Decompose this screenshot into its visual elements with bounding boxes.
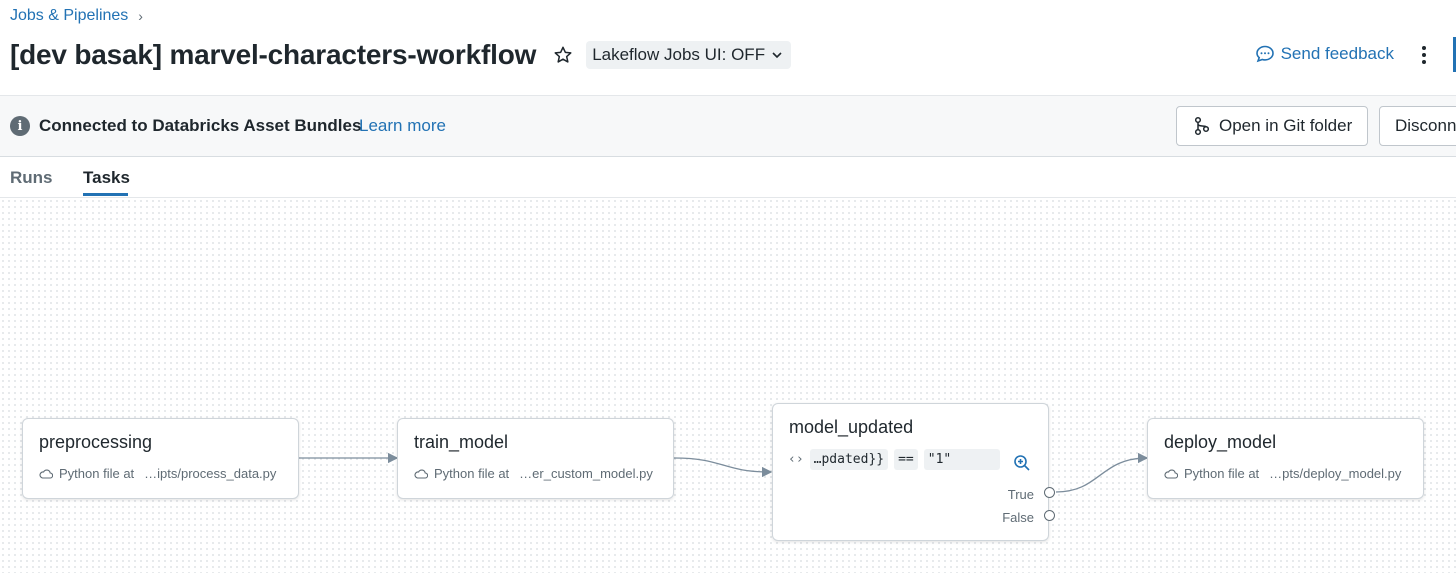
task-source: Python file at …pts/deploy_model.py bbox=[1164, 466, 1401, 481]
task-source-path: …pts/deploy_model.py bbox=[1269, 466, 1402, 481]
output-label-true: True bbox=[1007, 487, 1034, 502]
task-node-train-model[interactable]: train_model Python file at …er_custom_mo… bbox=[397, 418, 674, 499]
cloud-icon bbox=[414, 469, 428, 479]
task-source-path: …ipts/process_data.py bbox=[144, 466, 277, 481]
task-source-path: …er_custom_model.py bbox=[519, 466, 653, 481]
tabs-divider bbox=[0, 197, 1456, 198]
kebab-menu-icon[interactable] bbox=[1416, 42, 1432, 68]
task-name: model_updated bbox=[789, 417, 914, 437]
output-port-true[interactable] bbox=[1044, 487, 1055, 498]
task-node-preprocessing[interactable]: preprocessing Python file at …ipts/proce… bbox=[22, 418, 299, 499]
chevron-down-icon bbox=[772, 52, 782, 59]
task-name: preprocessing bbox=[39, 432, 153, 452]
breadcrumb: Jobs & Pipelines › bbox=[10, 7, 143, 25]
send-feedback-button[interactable]: Send feedback bbox=[1255, 44, 1394, 64]
task-source-type: Python file at bbox=[1184, 466, 1260, 481]
edge-train-condition bbox=[673, 457, 773, 478]
open-in-git-folder-button[interactable]: Open in Git folder bbox=[1176, 106, 1368, 146]
disconnect-label: Disconn bbox=[1395, 116, 1456, 135]
task-node-model-updated[interactable]: model_updated ‹› …pdated}} == "1" True F… bbox=[772, 403, 1055, 541]
lakeflow-ui-toggle-label: Lakeflow Jobs UI: OFF bbox=[592, 45, 766, 64]
output-label-false: False bbox=[1002, 510, 1034, 525]
cloud-icon bbox=[1164, 469, 1178, 479]
primary-action-edge[interactable] bbox=[1453, 37, 1456, 72]
task-source: Python file at …er_custom_model.py bbox=[414, 466, 653, 481]
task-source-type: Python file at bbox=[434, 466, 510, 481]
active-tab-indicator bbox=[83, 193, 128, 196]
condition-left: …pdated}} bbox=[809, 449, 889, 470]
edge-true-deploy bbox=[1055, 452, 1149, 493]
disconnect-button[interactable]: Disconn bbox=[1379, 106, 1456, 146]
info-icon: i bbox=[10, 116, 30, 136]
task-graph-canvas[interactable] bbox=[0, 198, 1456, 573]
task-source: Python file at …ipts/process_data.py bbox=[39, 466, 276, 481]
code-brackets-icon: ‹› bbox=[788, 452, 804, 467]
page-title: [dev basak] marvel-characters-workflow bbox=[10, 39, 537, 70]
chevron-right-icon: › bbox=[138, 8, 143, 24]
star-icon[interactable] bbox=[552, 44, 574, 66]
send-feedback-label: Send feedback bbox=[1280, 44, 1394, 63]
task-node-deploy-model[interactable]: deploy_model Python file at …pts/deploy_… bbox=[1147, 418, 1424, 499]
learn-more-link[interactable]: Learn more bbox=[359, 116, 446, 135]
condition-expression: ‹› …pdated}} == "1" bbox=[788, 449, 1000, 470]
condition-operator: == bbox=[894, 449, 918, 470]
title-row: [dev basak] marvel-characters-workflow L… bbox=[10, 38, 792, 72]
banner-text: Connected to Databricks Asset Bundles bbox=[39, 116, 362, 135]
output-port-false[interactable] bbox=[1044, 510, 1055, 521]
open-in-git-folder-label: Open in Git folder bbox=[1219, 116, 1353, 135]
feedback-bubble-icon bbox=[1255, 45, 1274, 63]
task-source-type: Python file at bbox=[59, 466, 135, 481]
zoom-in-icon[interactable] bbox=[1013, 454, 1031, 472]
tab-tasks[interactable]: Tasks bbox=[83, 168, 130, 187]
condition-right: "1" bbox=[923, 449, 1000, 470]
breadcrumb-link-jobs[interactable]: Jobs & Pipelines bbox=[10, 7, 129, 24]
git-branch-icon bbox=[1194, 116, 1210, 136]
task-name: train_model bbox=[414, 432, 509, 452]
lakeflow-ui-toggle[interactable]: Lakeflow Jobs UI: OFF bbox=[586, 41, 792, 69]
task-name: deploy_model bbox=[1164, 432, 1277, 452]
cloud-icon bbox=[39, 469, 53, 479]
tab-runs[interactable]: Runs bbox=[10, 168, 53, 187]
